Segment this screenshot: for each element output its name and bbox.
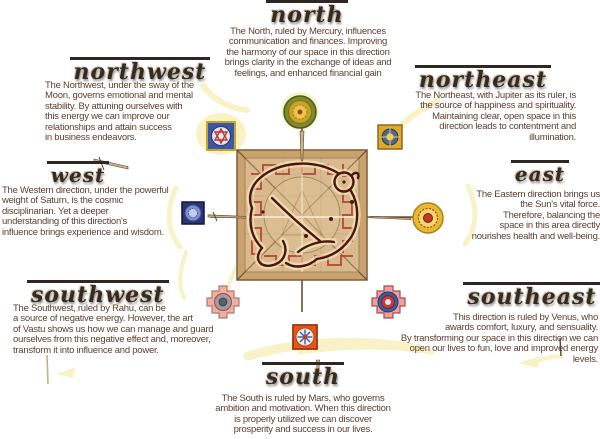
southwest-needle-icon	[46, 354, 49, 385]
southeast-yantra-icon	[371, 285, 406, 319]
southeast-title-text: southeast	[463, 282, 600, 310]
direction-east-title: east	[490, 160, 590, 186]
east-title-text: east	[510, 160, 570, 186]
direction-west-description: The Western direction, under the powerfu…	[2, 185, 169, 238]
west-needle-icon	[207, 214, 247, 219]
northeast-title-text: northeast	[414, 65, 552, 93]
east-needle-icon	[370, 216, 412, 220]
direction-northeast-title: northeast	[403, 65, 563, 93]
south-title-text: south	[261, 362, 345, 390]
southwest-yantra-icon	[206, 285, 240, 319]
north-yantra-icon	[283, 95, 317, 129]
west-yantra-icon	[181, 201, 205, 225]
west-title-text: west	[46, 161, 110, 187]
southeast-arrow-icon	[518, 356, 540, 368]
southeast-needle-icon	[559, 337, 562, 357]
direction-east-description: The Eastern direction brings us the Sun'…	[471, 189, 600, 242]
direction-northwest-description: The Northwest, under the sway of the Moo…	[45, 80, 194, 144]
northwest-title-text: northwest	[69, 57, 211, 85]
direction-north-description: The North, ruled by Mercury, influences …	[224, 26, 392, 79]
direction-northwest-title: northwest	[60, 57, 220, 85]
southwest-title-text: southwest	[27, 280, 169, 308]
direction-southeast-description: This direction is ruled by Venus, who aw…	[400, 312, 598, 365]
direction-southwest-description: The Southwest, ruled by Rahu, can be a s…	[13, 303, 214, 356]
southwest-arrow-icon	[56, 367, 76, 378]
direction-southeast-title: southeast	[462, 282, 600, 310]
direction-southwest-title: southwest	[27, 280, 169, 308]
direction-south-description: The South is ruled by Mars, who governs …	[215, 393, 391, 436]
direction-south-title: south	[243, 362, 363, 390]
northwest-yantra-icon	[206, 121, 236, 151]
direction-northeast-description: The Northeast, with Jupiter as its ruler…	[415, 90, 576, 143]
north-title-text: north	[266, 0, 348, 28]
northeast-yantra-icon	[377, 124, 403, 150]
south-yantra-icon	[292, 324, 318, 350]
vastu-purusha-figure	[246, 160, 361, 270]
north-needle-icon	[299, 130, 305, 162]
yantra-medallions	[181, 95, 444, 350]
direction-west-title: west	[28, 161, 128, 187]
direction-north-title: north	[227, 0, 387, 28]
east-yantra-icon	[412, 202, 444, 234]
